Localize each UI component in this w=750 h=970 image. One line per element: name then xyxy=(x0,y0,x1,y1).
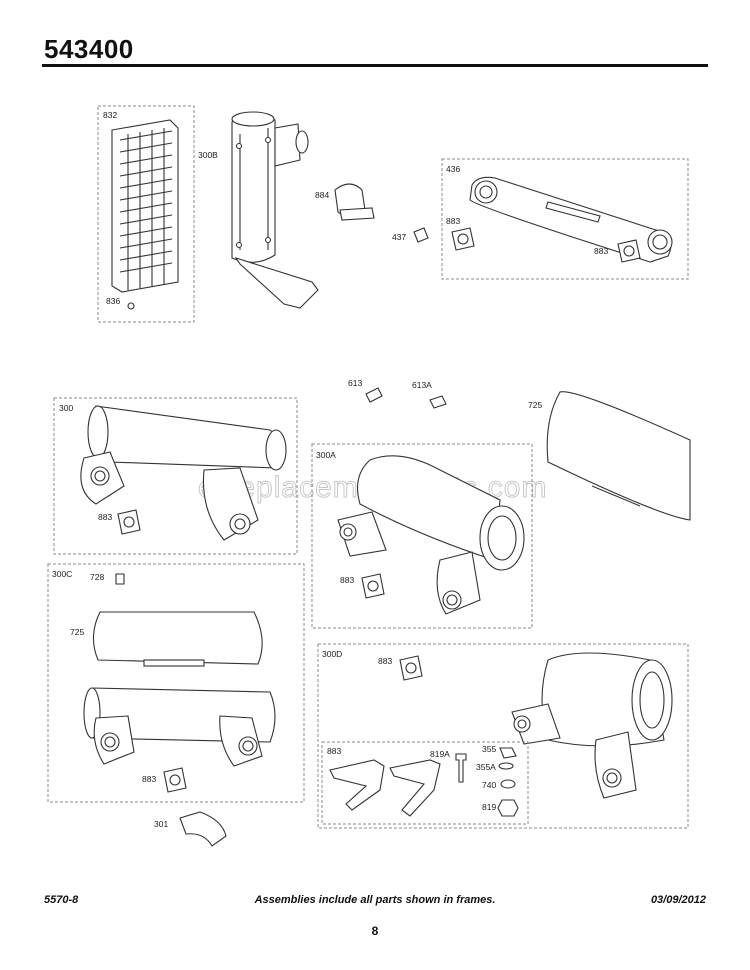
callout-883-f: 883 xyxy=(378,656,392,666)
callout-883-b: 883 xyxy=(594,246,608,256)
bracket-part-883 xyxy=(329,759,441,817)
pipe-part-436 xyxy=(469,176,673,263)
callout-883-a: 883 xyxy=(446,216,460,226)
muffler-part-300C xyxy=(83,687,276,767)
screw-part-728 xyxy=(115,573,125,585)
callout-836: 836 xyxy=(106,296,120,306)
callout-300D: 300D xyxy=(322,649,342,659)
footer-note: Assemblies include all parts shown in fr… xyxy=(254,894,496,906)
callout-819: 819 xyxy=(482,802,496,812)
callout-301: 301 xyxy=(154,819,168,829)
callout-355A: 355A xyxy=(476,762,496,772)
muffler-part-300 xyxy=(80,405,287,541)
gasket-part-883-c xyxy=(117,509,141,535)
muffler-part-300A xyxy=(337,455,525,615)
footer-code: 5570-8 xyxy=(44,894,79,906)
bolt-part-819A xyxy=(455,753,467,783)
bolt-part-613 xyxy=(365,387,383,403)
callout-832: 832 xyxy=(103,110,117,120)
callout-725-a: 725 xyxy=(528,400,542,410)
frame-300A xyxy=(311,443,533,629)
gasket-part-883-e xyxy=(163,767,187,793)
callout-883-d: 883 xyxy=(340,575,354,585)
page-number: 8 xyxy=(371,924,379,938)
gasket-part-883-f xyxy=(399,655,423,681)
callout-613: 613 xyxy=(348,378,362,388)
frame-883-hardware xyxy=(321,741,529,825)
page-title: 543400 xyxy=(44,34,134,64)
callout-300A: 300A xyxy=(316,450,336,460)
callout-613A: 613A xyxy=(412,380,432,390)
callout-740: 740 xyxy=(482,780,496,790)
heatshield-part-725-b xyxy=(92,611,263,667)
nut-part-819 xyxy=(497,799,519,817)
screw-part-437 xyxy=(413,227,429,243)
frame-436 xyxy=(441,158,689,280)
washer-part-355A xyxy=(498,762,514,770)
clip-part-355 xyxy=(499,747,517,759)
callout-355: 355 xyxy=(482,744,496,754)
frame-832 xyxy=(97,105,195,323)
gasket-part-883-a xyxy=(451,227,475,251)
gasket-part-883-b xyxy=(617,239,641,263)
callout-300: 300 xyxy=(59,403,73,413)
callout-437: 437 xyxy=(392,232,406,242)
callout-300B: 300B xyxy=(198,150,218,160)
callout-819A: 819A xyxy=(430,749,450,759)
lockwasher-part-740 xyxy=(500,779,516,789)
frame-300C xyxy=(47,563,305,803)
footer-date: 03/09/2012 xyxy=(650,894,706,906)
callout-883-g: 883 xyxy=(327,746,341,756)
screen-part-832 xyxy=(111,119,179,293)
screw-part-836 xyxy=(127,302,135,310)
callout-300C: 300C xyxy=(52,569,72,579)
callout-883-e: 883 xyxy=(142,774,156,784)
clamp-part-884 xyxy=(334,183,375,221)
frame-300D xyxy=(317,643,689,829)
muffler-part-300B xyxy=(231,111,319,309)
muffler-part-300D xyxy=(511,652,673,799)
gasket-part-883-d xyxy=(361,573,385,599)
callout-436: 436 xyxy=(446,164,460,174)
callout-725-b: 725 xyxy=(70,627,84,637)
heatshield-part-725-a xyxy=(546,391,691,521)
elbow-part-301 xyxy=(179,811,227,847)
frame-300 xyxy=(53,397,298,555)
bolt-part-613A xyxy=(429,395,447,409)
title-rule xyxy=(42,64,708,67)
callout-728: 728 xyxy=(90,572,104,582)
callout-884: 884 xyxy=(315,190,329,200)
callout-883-c: 883 xyxy=(98,512,112,522)
